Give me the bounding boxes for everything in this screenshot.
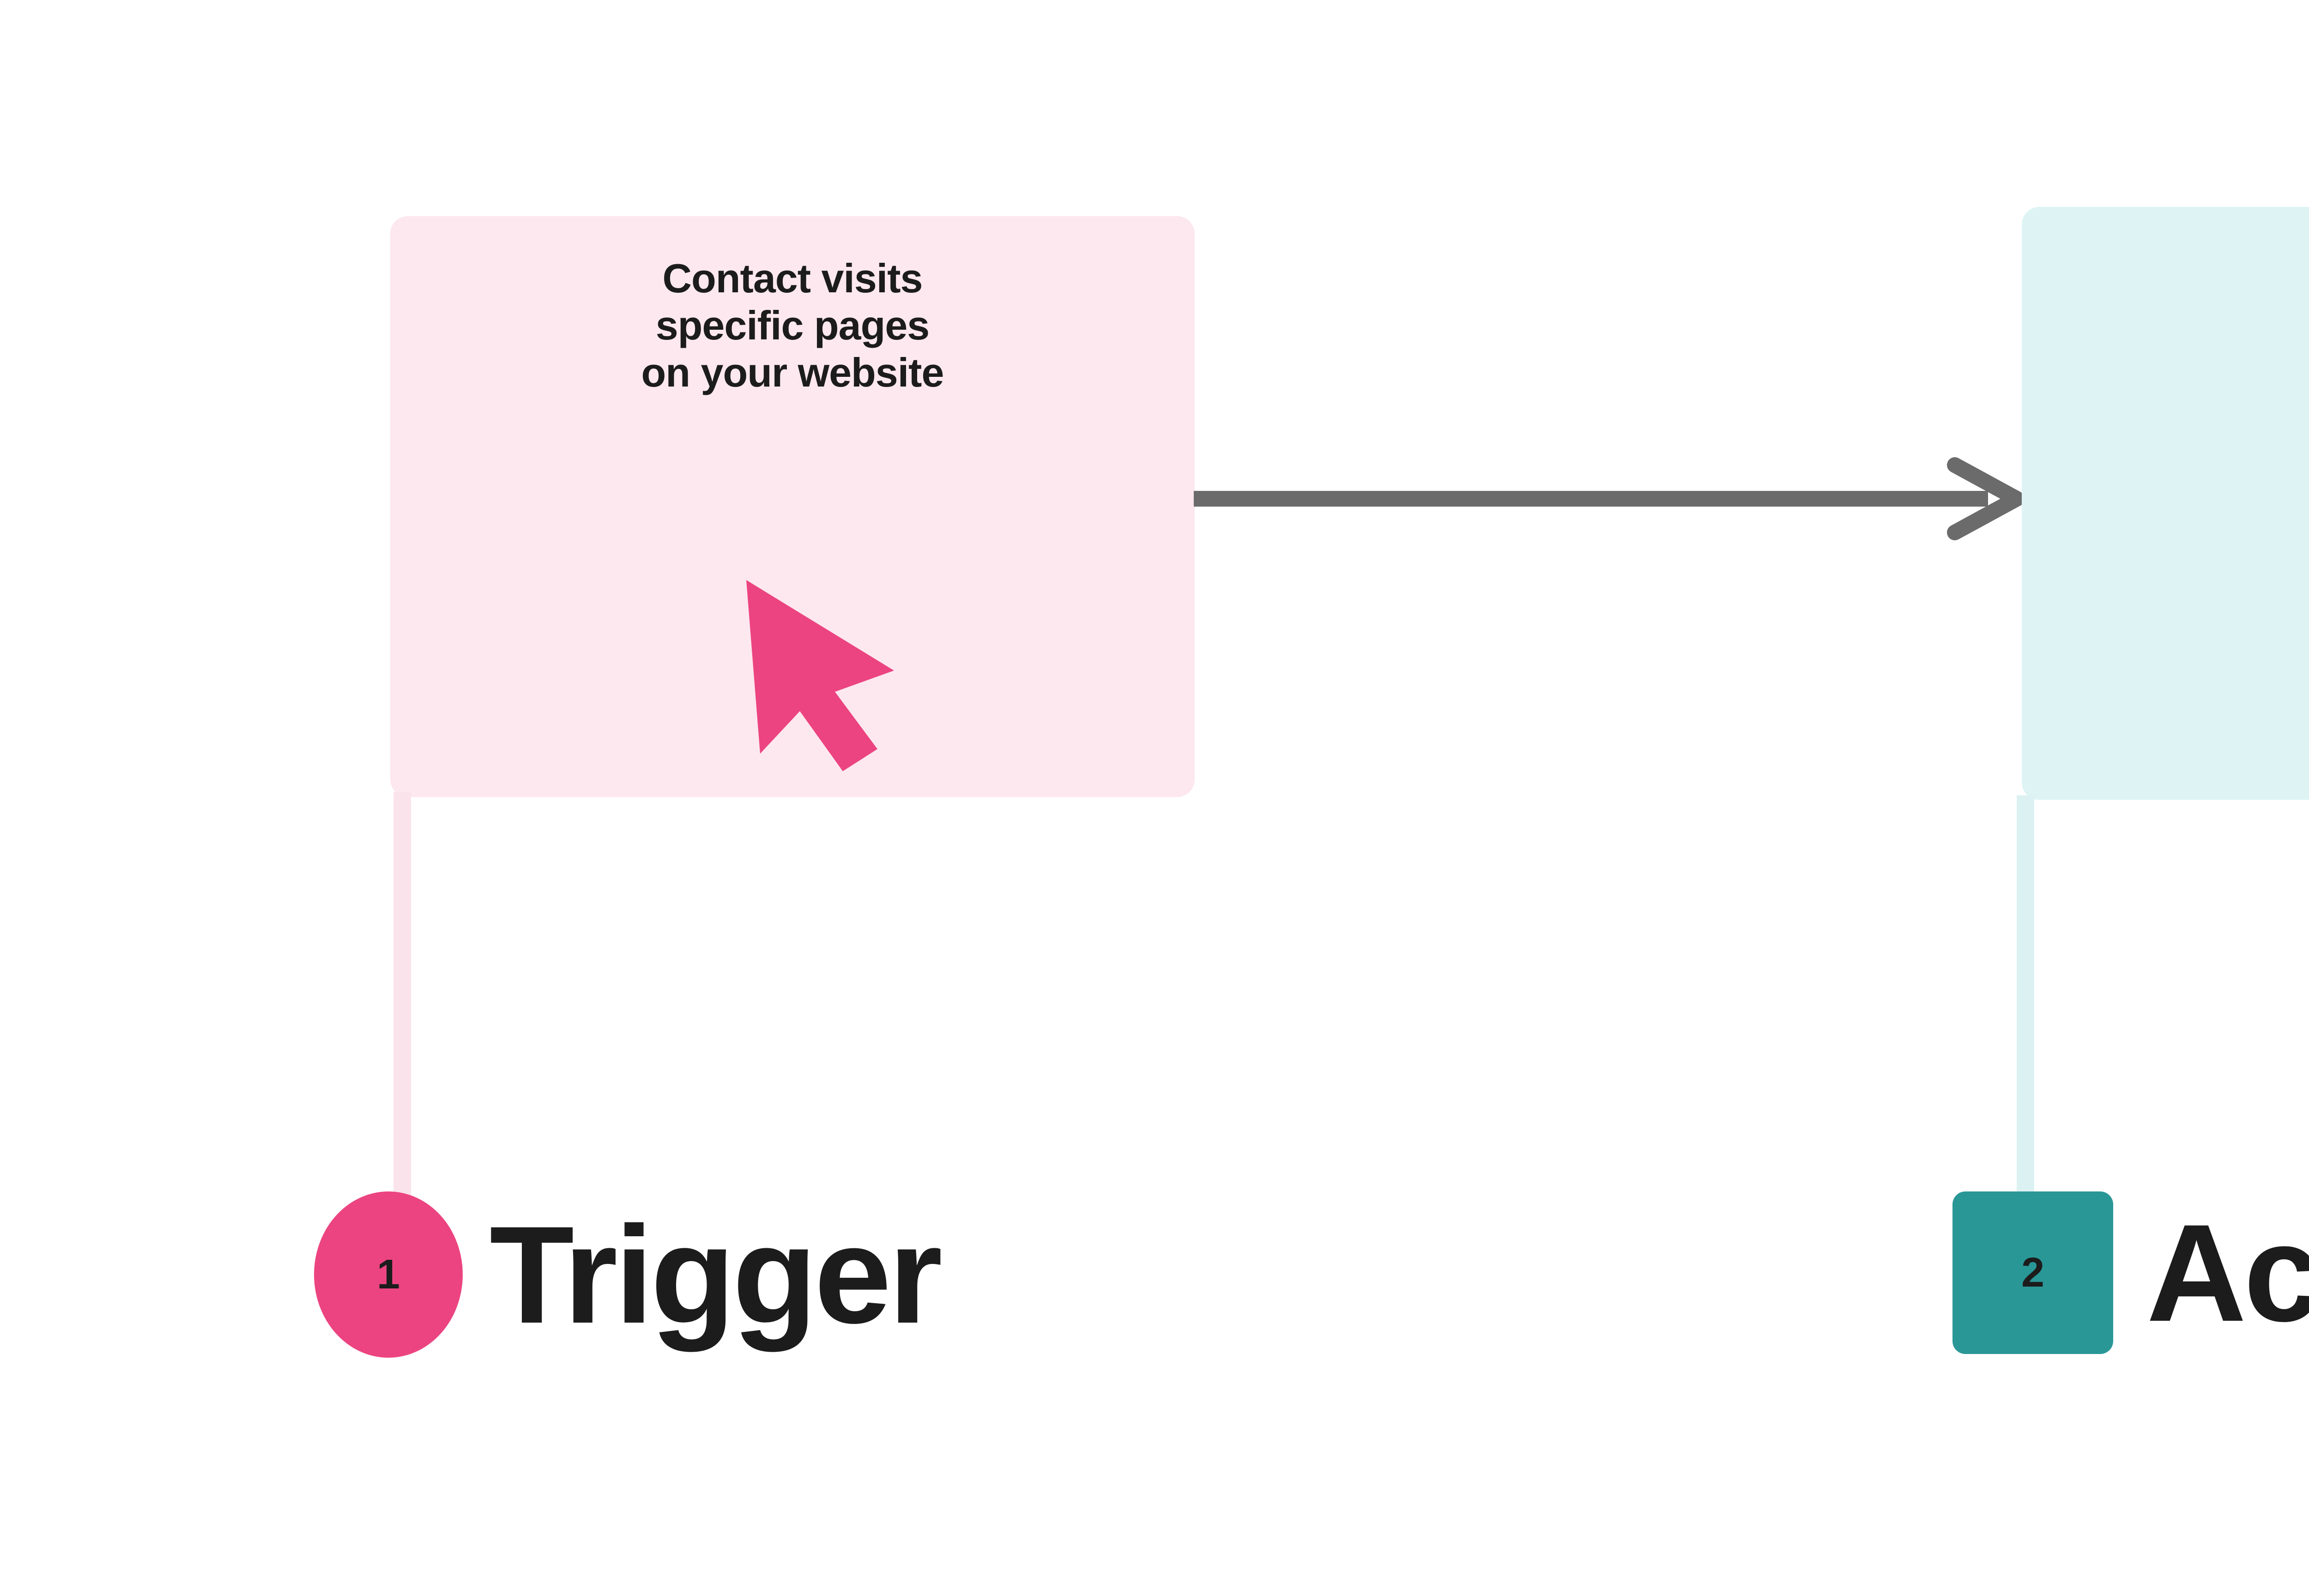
- action-connector-line: [2017, 795, 2034, 1202]
- flow-arrow-right-icon: [1194, 455, 2025, 543]
- action-step-label: Action: [2146, 1195, 2309, 1350]
- trigger-step-number: 1: [376, 1251, 400, 1298]
- trigger-card-text: Contact visits specific pages on your we…: [641, 255, 944, 396]
- action-step-number: 2: [2021, 1249, 2045, 1296]
- cursor-pointer-icon: [730, 573, 919, 771]
- trigger-connector-line: [393, 792, 411, 1210]
- trigger-step-badge: 1: [314, 1191, 463, 1358]
- trigger-step-label: Trigger: [490, 1197, 943, 1352]
- action-card[interactable]: Send an email: [2022, 207, 2309, 800]
- trigger-card[interactable]: Contact visits specific pages on your we…: [390, 216, 1195, 797]
- action-step-badge: 2: [1952, 1191, 2113, 1354]
- action-step[interactable]: 2 Action: [1952, 1191, 2309, 1354]
- trigger-step[interactable]: 1 Trigger: [314, 1191, 943, 1358]
